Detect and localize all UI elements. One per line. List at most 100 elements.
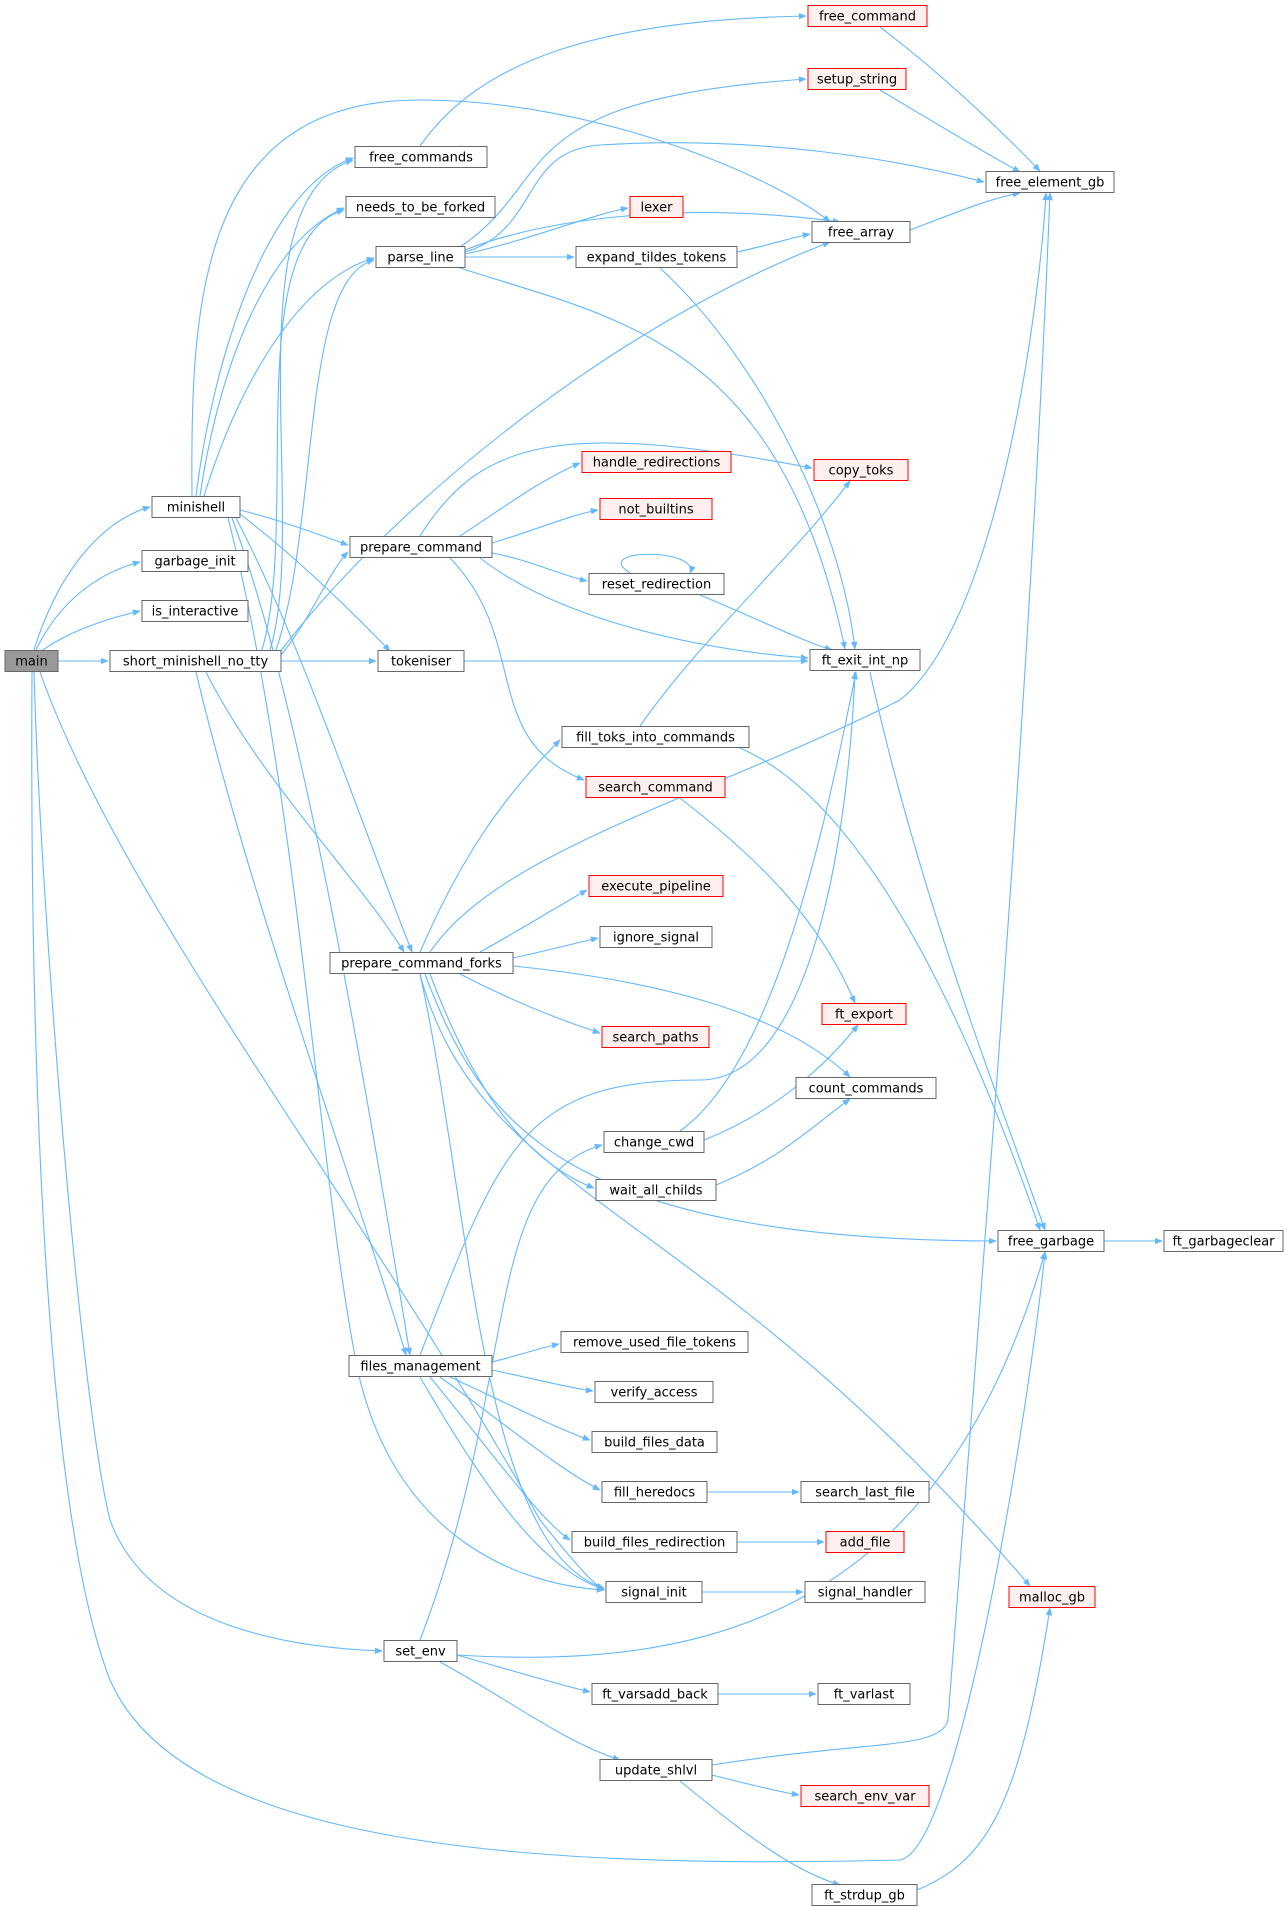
- edge-prepare_command_forks-to-malloc_gb: [419, 973, 1031, 1587]
- edge-prepare_command_forks-to-wait_all_childs: [429, 973, 595, 1189]
- node-prepare-command[interactable]: prepare_command: [349, 536, 493, 558]
- node-box: [595, 1179, 717, 1201]
- node-remove-used-file-tokens[interactable]: remove_used_file_tokens: [560, 1331, 749, 1353]
- node-search-env-var[interactable]: search_env_var: [800, 1785, 930, 1807]
- edge-short_minishell_no_tty-to-free_array: [279, 241, 831, 653]
- node-minishell[interactable]: minishell: [151, 496, 241, 518]
- node-free-garbage[interactable]: free_garbage: [997, 1230, 1105, 1252]
- edge-short_minishell_no_tty-to-prepare_command: [280, 551, 349, 656]
- node-label: reset_redirection: [602, 578, 711, 593]
- node-box: [585, 776, 726, 798]
- node-label: not_builtins: [618, 503, 693, 518]
- node-malloc-gb[interactable]: malloc_gb: [1008, 1586, 1096, 1608]
- node-label: fill_heredocs: [614, 1486, 696, 1501]
- node-box: [141, 550, 249, 572]
- node-label: free_element_gb: [996, 176, 1105, 191]
- edge-minishell-to-signal_init: [227, 517, 605, 1593]
- node-verify-access[interactable]: verify_access: [594, 1381, 714, 1403]
- node-signal-init[interactable]: signal_init: [605, 1581, 703, 1603]
- node-box: [811, 221, 911, 243]
- node-setup-string[interactable]: setup_string: [807, 68, 907, 90]
- node-lexer[interactable]: lexer: [629, 196, 684, 218]
- edge-main-to-signal_init: [39, 671, 605, 1591]
- node-label: add_file: [840, 1536, 891, 1551]
- node-fill-toks-into-commands[interactable]: fill_toks_into_commands: [561, 726, 750, 748]
- edge-prepare_command-to-reset_redirection: [491, 552, 588, 583]
- node-box: [349, 536, 493, 558]
- node-box: [599, 926, 713, 948]
- node-count-commands[interactable]: count_commands: [795, 1077, 937, 1099]
- node-is-interactive[interactable]: is_interactive: [141, 600, 249, 622]
- edge-short_minishell_no_tty-to-files_management: [195, 671, 408, 1356]
- node-search-command[interactable]: search_command: [585, 776, 726, 798]
- node-ft-garbageclear[interactable]: ft_garbageclear: [1163, 1230, 1284, 1252]
- node-update-shlvl[interactable]: update_shlvl: [599, 1759, 713, 1781]
- node-prepare-command-forks[interactable]: prepare_command_forks: [329, 952, 514, 974]
- node-free-element-gb[interactable]: free_element_gb: [985, 171, 1115, 193]
- node-box: [594, 1381, 714, 1403]
- node-set-env[interactable]: set_env: [383, 1640, 458, 1662]
- node-search-last-file[interactable]: search_last_file: [800, 1481, 930, 1503]
- node-reset-redirection[interactable]: reset_redirection: [588, 573, 725, 595]
- node-needs-to-be-forked[interactable]: needs_to_be_forked: [345, 196, 496, 218]
- node-main[interactable]: main: [4, 650, 59, 672]
- node-change-cwd[interactable]: change_cwd: [603, 1131, 705, 1153]
- node-parse-line[interactable]: parse_line: [375, 246, 466, 268]
- node-ft-export[interactable]: ft_export: [821, 1003, 907, 1025]
- node-search-paths[interactable]: search_paths: [601, 1026, 710, 1048]
- node-execute-pipeline[interactable]: execute_pipeline: [588, 875, 724, 897]
- node-ft-exit-int-np[interactable]: ft_exit_int_np: [809, 649, 921, 671]
- edge-prepare_command_forks-to-count_commands: [512, 965, 851, 1078]
- node-ignore-signal[interactable]: ignore_signal: [599, 926, 713, 948]
- node-ft-varlast[interactable]: ft_varlast: [817, 1683, 911, 1705]
- node-ft-varsadd-back[interactable]: ft_varsadd_back: [591, 1683, 719, 1705]
- node-box: [329, 952, 514, 974]
- node-box: [601, 1481, 708, 1503]
- node-build-files-data[interactable]: build_files_data: [591, 1431, 718, 1453]
- edge-prepare_command_forks-to-fill_toks_into_commands: [419, 739, 561, 953]
- node-wait-all-childs[interactable]: wait_all_childs: [595, 1179, 717, 1201]
- edge-ft_exit_int_np-to-free_garbage: [869, 671, 1046, 1231]
- edge-set_env-to-free_garbage: [456, 1251, 1047, 1658]
- node-garbage-init[interactable]: garbage_init: [141, 550, 249, 572]
- node-not-builtins[interactable]: not_builtins: [599, 498, 713, 520]
- edge-expand_tildes_tokens-to-ft_exit_int_np: [659, 267, 858, 650]
- edge-set_env-to-update_shlvl: [439, 1661, 621, 1761]
- node-label: remove_used_file_tokens: [573, 1336, 736, 1351]
- node-box: [141, 600, 249, 622]
- node-copy-toks[interactable]: copy_toks: [813, 459, 909, 481]
- node-label: tokeniser: [391, 655, 452, 670]
- node-free-commands[interactable]: free_commands: [354, 146, 488, 168]
- node-add-file[interactable]: add_file: [825, 1531, 905, 1553]
- edge-minishell-to-parse_line: [203, 256, 375, 497]
- node-tokeniser[interactable]: tokeniser: [377, 650, 465, 672]
- node-free-array[interactable]: free_array: [811, 221, 911, 243]
- edge-free_commands-to-free_command: [419, 12, 807, 147]
- node-label: copy_toks: [829, 464, 894, 479]
- node-box: [377, 650, 465, 672]
- node-label: wait_all_childs: [609, 1184, 702, 1199]
- node-box: [345, 196, 496, 218]
- node-box: [561, 726, 750, 748]
- node-label: search_paths: [612, 1031, 698, 1046]
- node-box: [588, 573, 725, 595]
- edge-minishell-to-tokeniser: [239, 513, 391, 652]
- node-handle-redirections[interactable]: handle_redirections: [581, 451, 732, 473]
- node-box: [571, 1531, 738, 1553]
- node-box: [817, 1683, 911, 1705]
- node-files-management[interactable]: files_management: [348, 1355, 493, 1377]
- node-build-files-redirection[interactable]: build_files_redirection: [571, 1531, 738, 1553]
- edge-free_command-to-free_element_gb: [879, 26, 1041, 172]
- edge-minishell-to-files_management: [231, 517, 412, 1356]
- node-ft-strdup-gb[interactable]: ft_strdup_gb: [811, 1884, 918, 1906]
- node-free-command[interactable]: free_command: [807, 5, 928, 27]
- node-box: [985, 171, 1115, 193]
- node-expand-tildes-tokens[interactable]: expand_tildes_tokens: [575, 246, 738, 268]
- edge-expand_tildes_tokens-to-free_array: [736, 232, 811, 253]
- node-box: [599, 1759, 713, 1781]
- edge-files_management-to-build_files_data: [449, 1376, 591, 1441]
- node-signal-handler[interactable]: signal_handler: [804, 1581, 926, 1603]
- node-short-minishell-no-tty[interactable]: short_minishell_no_tty: [109, 650, 282, 672]
- node-fill-heredocs[interactable]: fill_heredocs: [601, 1481, 708, 1503]
